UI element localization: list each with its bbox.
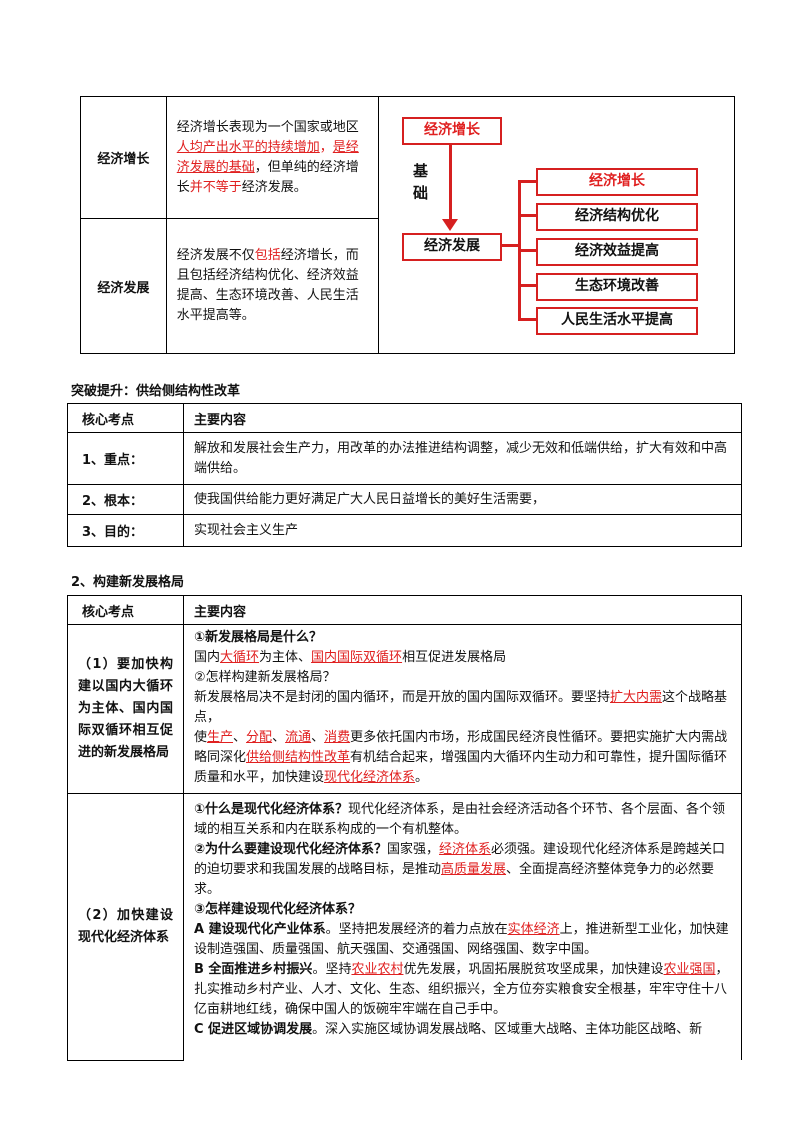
header-key-point: 核心考点	[67, 403, 184, 433]
header-main-content-2: 主要内容	[183, 595, 742, 625]
arrow-down-icon	[442, 219, 458, 231]
branch-box-environment: 生态环境改善	[536, 273, 698, 301]
row-content-purpose: 实现社会主义生产	[183, 514, 742, 547]
row-label-dual-circulation: （1）要加快构建以国内大循环为主体、国内国际双循环相互促进的新发展格局	[67, 624, 184, 794]
supply-reform-table: 核心考点 主要内容 1、重点： 解放和发展社会生产力，用改革的办法推进结构调整，…	[67, 403, 742, 547]
new-pattern-table: 核心考点 主要内容 （1）要加快构建以国内大循环为主体、国内国际双循环相互促进的…	[67, 595, 742, 1061]
growth-description: 经济增长表现为一个国家或地区人均产出水平的持续增加，是经济发展的基础，但单纯的经…	[165, 96, 380, 219]
section-title-new-pattern: 2、构建新发展格局	[71, 575, 185, 590]
arrow-shaft	[449, 143, 452, 221]
header-main-content: 主要内容	[183, 403, 742, 433]
row-label-modern-economy: （2）加快建设现代化经济体系	[67, 793, 184, 1061]
row-label-focus: 1、重点：	[67, 432, 184, 485]
branch-box-growth: 经济增长	[536, 168, 698, 196]
row-content-focus: 解放和发展社会生产力，用改革的办法推进结构调整，减少无效和低端供给，扩大有效和中…	[183, 432, 742, 485]
row-label-growth: 经济增长	[80, 96, 167, 219]
row-content-modern-economy: ①什么是现代化经济体系？现代化经济体系，是由社会经济活动各个环节、各个层面、各个…	[183, 793, 742, 1060]
branch-line-1	[518, 180, 536, 183]
diagram-box-development: 经济发展	[402, 233, 502, 261]
branch-line-2	[518, 214, 536, 217]
row-label-development: 经济发展	[80, 218, 167, 354]
branch-box-efficiency: 经济效益提高	[536, 238, 698, 266]
branch-line-5	[518, 318, 536, 321]
diagram-box-growth-top: 经济增长	[402, 117, 502, 145]
development-description: 经济发展不仅包括经济增长，而且包括经济结构优化、经济效益提高、生态环境改善、人民…	[165, 218, 380, 354]
branch-line-3	[518, 249, 536, 252]
branch-box-structure: 经济结构优化	[536, 203, 698, 231]
section-title-supply-reform: 突破提升：供给侧结构性改革	[71, 384, 241, 399]
arrow-label: 基 础	[413, 162, 429, 202]
branch-box-living: 人民生活水平提高	[536, 307, 698, 335]
row-label-purpose: 3、目的：	[67, 514, 184, 547]
row-content-root: 使我国供给能力更好满足广大人民日益增长的美好生活需要，	[183, 484, 742, 515]
row-content-dual-circulation: ①新发展格局是什么？ 国内大循环为主体、国内国际双循环相互促进发展格局 ②怎样构…	[183, 624, 742, 794]
connector-horizontal	[500, 244, 520, 247]
header-key-point-2: 核心考点	[67, 595, 184, 625]
row-label-root: 2、根本：	[67, 484, 184, 515]
branch-line-4	[518, 284, 536, 287]
